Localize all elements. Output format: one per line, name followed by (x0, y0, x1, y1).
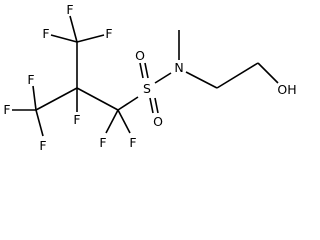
atom-f-label: F (3, 102, 10, 117)
atom-f-label: F (105, 26, 112, 41)
atom-f-label: F (27, 72, 34, 87)
bond-s-o1-a (139, 62, 144, 79)
bond-c3-f7 (32, 85, 37, 111)
bond-c6-c7 (216, 62, 259, 89)
bond-c4-f9 (117, 109, 131, 134)
atom-labels: F F F F F F F F F S O O N OH (3, 2, 296, 153)
bond-c1-f1 (69, 15, 78, 43)
bond-c3-f5 (35, 109, 44, 137)
bond-c2-c4 (76, 87, 119, 111)
atom-o-label: O (153, 114, 163, 129)
chemical-structure-diagram: F F F F F F F F F S O O N OH (3, 2, 296, 153)
bond-s-o2-a (149, 97, 154, 114)
atom-f-label: F (73, 112, 80, 127)
bond-c4-s (117, 96, 139, 111)
atom-f-label: F (39, 138, 46, 153)
atom-f-label: F (42, 26, 49, 41)
bond-n-c6 (185, 71, 218, 89)
atom-n-label: N (174, 60, 183, 75)
bond-c4-f8 (105, 109, 119, 134)
bond-c1-f3 (50, 34, 78, 43)
bond-s-o1-b (144, 62, 149, 79)
bonds (12, 15, 279, 137)
bond-c7-o (257, 62, 279, 84)
atom-oh-label: OH (277, 82, 296, 97)
atom-f-label: F (99, 135, 106, 150)
bond-s-n (154, 72, 172, 84)
bond-s-o2-b (154, 97, 159, 114)
atom-f-label: F (129, 135, 136, 150)
bond-c1-f2 (76, 34, 105, 43)
atom-f-label: F (66, 2, 73, 17)
atom-s-label: S (143, 81, 151, 96)
atom-o-label: O (135, 48, 145, 63)
bond-c2-c3 (35, 87, 78, 111)
